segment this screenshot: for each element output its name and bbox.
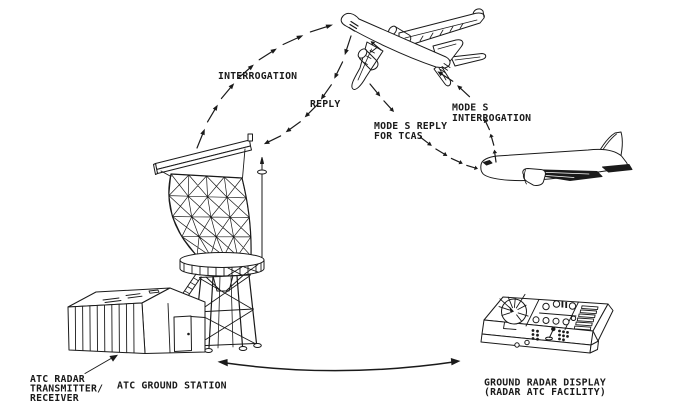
engine-pod bbox=[522, 168, 546, 187]
transmitter-label-line1: ATC RADAR bbox=[30, 374, 85, 385]
building-gable-face bbox=[141, 287, 206, 354]
reply-signal-arc bbox=[263, 35, 352, 145]
tower-x-bracing bbox=[194, 275, 257, 347]
console-front-knobs bbox=[514, 339, 530, 348]
building-leader-arrowhead bbox=[109, 354, 118, 362]
antenna-mast bbox=[257, 157, 267, 258]
left-stabilizer-line bbox=[438, 67, 447, 81]
feed-bar bbox=[155, 139, 251, 170]
far-wing-flap-ticks bbox=[419, 23, 464, 42]
building-corrugations bbox=[74, 303, 135, 354]
roof-vents bbox=[102, 289, 160, 303]
radar-blip bbox=[509, 306, 514, 313]
mode-s-reply-label-line2: FOR TCAS bbox=[374, 131, 423, 142]
engine-inlet bbox=[523, 169, 527, 185]
platform-rail-posts bbox=[183, 262, 262, 277]
radar-antenna bbox=[153, 133, 267, 258]
right-stabilizer-line bbox=[454, 56, 481, 61]
building-left-face bbox=[67, 302, 146, 354]
horizontal-stabilizer bbox=[602, 164, 633, 173]
radar-display-console bbox=[480, 293, 614, 354]
interrogation-signal-arc bbox=[196, 24, 333, 149]
mode-s-reply-arc-lower bbox=[419, 136, 478, 170]
transmitter-label-line3: RECEIVER bbox=[30, 393, 79, 404]
radar-scope-sweep bbox=[498, 293, 529, 322]
console-joystick bbox=[545, 326, 556, 341]
console-key-column bbox=[573, 305, 599, 331]
near-wing-inner-line bbox=[357, 48, 372, 81]
mode-s-interrogation-label-line2: INTERROGATION bbox=[452, 113, 531, 124]
transponder-aircraft bbox=[340, 8, 487, 90]
fuselage bbox=[340, 12, 451, 69]
building-door bbox=[173, 315, 192, 352]
fin-inner-line bbox=[437, 43, 457, 50]
mode-s-interrogation-arc-lower bbox=[483, 119, 498, 163]
signal-arcs bbox=[196, 24, 498, 170]
building-leader-line bbox=[84, 358, 112, 374]
console-base-right bbox=[589, 340, 599, 354]
door-knob bbox=[187, 332, 190, 336]
feed-bar-left-cap bbox=[153, 163, 158, 175]
cockpit-windshield bbox=[483, 160, 493, 166]
reflector-outline bbox=[168, 173, 252, 257]
tower-inner-legs bbox=[217, 275, 234, 349]
near-engine bbox=[357, 47, 379, 71]
radar-display-label-line2: (RADAR ATC FACILITY) bbox=[484, 387, 606, 398]
mode-s-reply-label-line1: MODE S REPLY bbox=[374, 121, 447, 132]
transmitter-building bbox=[67, 287, 206, 354]
ground-link-arrowhead-right bbox=[450, 358, 461, 366]
mode-s-interrogation-label-line1: MODE S bbox=[452, 103, 489, 114]
platform-braces bbox=[227, 264, 259, 276]
transmitter-label-line2: TRANSMITTER/ bbox=[30, 384, 103, 395]
ground-link-arrow bbox=[225, 360, 458, 372]
platform-rim bbox=[179, 252, 265, 268]
right-stabilizer bbox=[450, 53, 487, 67]
console-dots bbox=[531, 329, 569, 342]
interrogation-label: INTERROGATION bbox=[218, 71, 297, 82]
building-panel-lines bbox=[167, 303, 206, 353]
mode-s-reply-arc-upper bbox=[369, 83, 394, 112]
console-knobs-row2 bbox=[532, 315, 577, 326]
ground-station-label: ATC GROUND STATION bbox=[117, 381, 227, 392]
tailcone-hatch bbox=[440, 63, 451, 74]
scope-bracket bbox=[503, 322, 517, 330]
tcas-aircraft bbox=[480, 131, 633, 187]
mode-s-interrogation-arc-upper bbox=[437, 71, 471, 98]
fuselage-hit-arrow bbox=[370, 41, 382, 51]
feed-bar-right-tab bbox=[247, 133, 253, 142]
radar-display-label-line1: GROUND RADAR DISPLAY bbox=[484, 378, 606, 389]
cockpit-windows bbox=[348, 20, 359, 32]
antenna-platform bbox=[179, 252, 265, 292]
far-wing-inner-line bbox=[404, 19, 478, 39]
winglet bbox=[472, 8, 485, 18]
feed-bar-struts bbox=[160, 148, 246, 179]
console-knobs-row1 bbox=[542, 300, 577, 311]
reply-label: REPLY bbox=[310, 99, 341, 110]
ground-link-arrowhead-left bbox=[217, 359, 228, 367]
near-wing bbox=[351, 41, 384, 90]
